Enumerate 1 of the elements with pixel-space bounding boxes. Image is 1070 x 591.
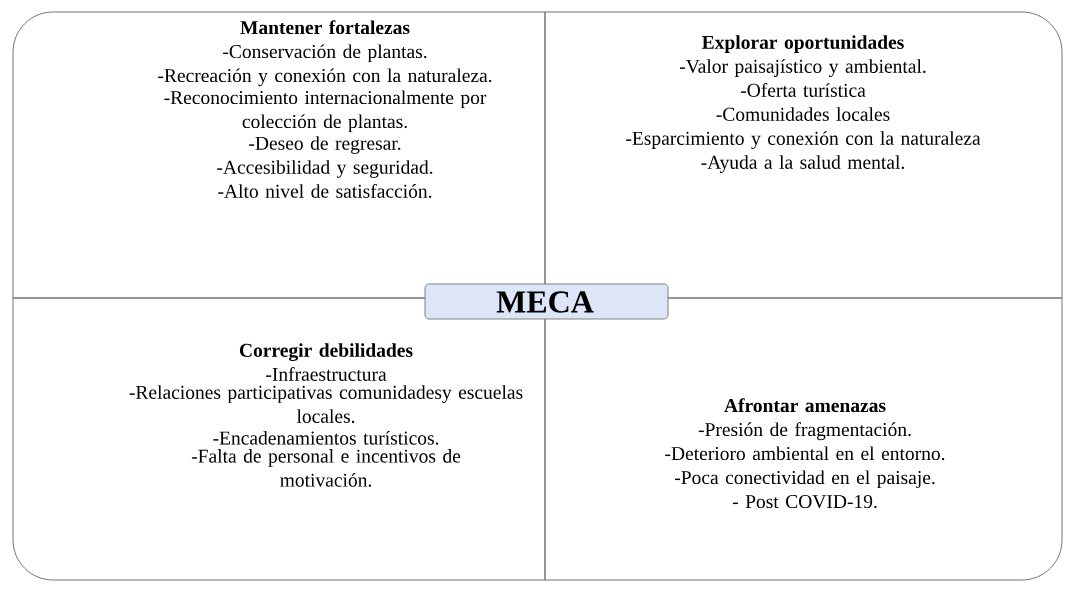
title-bar: MECA (424, 283, 669, 320)
